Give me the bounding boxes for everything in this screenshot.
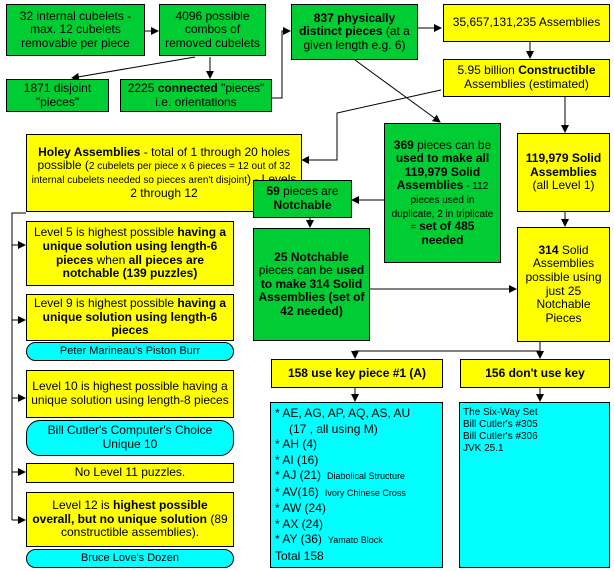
box-nokey-156: 156 don't use key <box>460 359 610 388</box>
marineau-text: Peter Marineau's Piston Burr <box>59 345 201 358</box>
key-list-item-text: (17 , all using M) <box>289 421 378 436</box>
box-25-notchable: 25 Notchable pieces can be used to make … <box>253 228 370 341</box>
p369-text: 369 pieces can be used to make all 119,9… <box>391 137 494 247</box>
arrow-holey-spine <box>11 212 26 520</box>
box-key-list: * AE, AG, AP, AQ, AS, AU(17 , all using … <box>270 402 443 568</box>
internal-text: 32 internal cubelets - max. 12 cubelets … <box>19 8 132 50</box>
key-list-item-text: * AJ (21) <box>275 468 322 482</box>
key-list: * AE, AG, AP, AQ, AS, AU(17 , all using … <box>275 406 410 564</box>
notchable25-text: 25 Notchable pieces can be used to make … <box>258 249 365 318</box>
solid314-text: 314 Solid Assemblies possible using just… <box>525 242 602 325</box>
love-text: Bruce Love's Dozen <box>80 552 180 565</box>
key-list-item-text: * AW (24) <box>275 501 326 515</box>
box-369-pieces: 369 pieces can be used to make all 119,9… <box>384 123 501 263</box>
key-list-item-text: * AY (36) <box>275 532 322 546</box>
cutler-text: Bill Cutler's Computer's Choice Unique 1… <box>47 423 213 451</box>
level5-text: Level 5 is highest possible having a uni… <box>33 225 227 281</box>
box-level-11: No Level 11 puzzles. <box>26 463 234 483</box>
box-constructible: 5.95 billion Constructible Assemblies (e… <box>443 59 610 97</box>
key-list-item: * AY (36) Yamato Block <box>275 532 410 549</box>
key-list-item: * AV(16) Ivory Chinese Cross <box>275 485 410 502</box>
key-list-item-text: * AH (4) <box>275 437 318 451</box>
constructible-text: 5.95 billion Constructible Assemblies (e… <box>457 63 596 91</box>
box-314-solid: 314 Solid Assemblies possible using just… <box>517 227 610 342</box>
key-list-item: * AE, AG, AP, AQ, AS, AU <box>275 406 410 422</box>
holey-text: Holey Assemblies - total of 1 through 20… <box>31 144 297 200</box>
nokey-list-item: JVK 25.1 <box>463 443 504 454</box>
key-list-item-text: * AX (24) <box>275 516 324 531</box>
distinct-text: 837 physically distinct pieces (at a giv… <box>299 10 410 52</box>
key-list-item-note: Yamato Block <box>327 535 383 545</box>
level12-text: Level 12 is highest possible overall, bu… <box>32 498 228 540</box>
nokey-list-item: Bill Cutler's #306 <box>463 431 538 442</box>
notchable59-text: 59 pieces are Notchable <box>266 184 339 212</box>
box-combos: 4096 possible combos of removed cubelets <box>159 4 266 56</box>
key-list-item-note: Ivory Chinese Cross <box>324 487 406 498</box>
box-disjoint: 1871 disjoint "pieces" <box>6 79 109 112</box>
key-list-item: Total 158 <box>275 549 410 565</box>
key-list-item-text: * AV(16) <box>275 484 319 499</box>
key-list-item: * AI (16) <box>275 453 410 469</box>
box-internal-cubelets: 32 internal cubelets - max. 12 cubelets … <box>6 4 145 56</box>
connected-text: 2225 connected "pieces" i.e. orientation… <box>127 80 265 109</box>
key-list-item: * AX (24) <box>275 517 410 533</box>
key-list-item-text: Total 158 <box>275 548 324 563</box>
arrow-connected-distinct <box>272 27 291 99</box>
box-marineau: Peter Marineau's Piston Burr <box>26 342 234 361</box>
assemblies-text: 35,657,131,235 Assemblies <box>452 15 601 30</box>
key-list-item-note: Diabolical Structure <box>327 471 406 481</box>
key-list-item: (17 , all using M) <box>275 422 410 438</box>
level9-text: Level 9 is highest possible having a uni… <box>33 296 227 338</box>
box-level-10: Level 10 is highest possible having a un… <box>26 370 234 418</box>
nokey156-text: 156 don't use key <box>485 365 585 380</box>
box-love-dozen: Bruce Love's Dozen <box>26 549 234 568</box>
disjoint-text: 1871 disjoint "pieces" <box>23 80 92 109</box>
box-cutler-unique10: Bill Cutler's Computer's Choice Unique 1… <box>26 420 234 456</box>
key-list-item-text: * AI (16) <box>275 452 319 467</box>
arrow-distinct-369 <box>354 59 441 123</box>
box-level-5: Level 5 is highest possible having a uni… <box>26 221 234 286</box>
box-59-notchable: 59 pieces are Notchable <box>253 180 352 218</box>
box-level-9: Level 9 is highest possible having a uni… <box>26 294 234 341</box>
box-assemblies: 35,657,131,235 Assemblies <box>443 4 610 42</box>
key-list-item: * AW (24) <box>275 501 410 517</box>
level10-text: Level 10 is highest possible having a un… <box>31 379 229 407</box>
nokey-list-item: Bill Cutler's #305 <box>463 419 538 430</box>
box-key-158: 158 use key piece #1 (A) <box>271 359 443 388</box>
arrow-combos-disjoint <box>71 56 196 81</box>
arrow-314-key <box>351 342 541 359</box>
combos-text: 4096 possible combos of removed cubelets <box>165 8 260 50</box>
nokey-list-item: The Six-Way Set <box>463 407 538 418</box>
box-connected: 2225 connected "pieces" i.e. orientation… <box>120 79 272 112</box>
box-level-12: Level 12 is highest possible overall, bu… <box>26 492 234 547</box>
key-list-item: * AJ (21) Diabolical Structure <box>275 468 410 485</box>
solid-text: 119,979 Solid Assemblies (all Level 1) <box>525 151 602 193</box>
box-distinct-pieces: 837 physically distinct pieces (at a giv… <box>291 4 418 60</box>
box-solid-assemblies: 119,979 Solid Assemblies (all Level 1) <box>517 133 610 212</box>
key-list-item: * AH (4) <box>275 437 410 453</box>
key-list-item-text: * AE, AG, AP, AQ, AS, AU <box>275 406 411 420</box>
key158-text: 158 use key piece #1 (A) <box>287 365 427 380</box>
level11-text: No Level 11 puzzles. <box>74 465 186 480</box>
box-holey-assemblies: Holey Assemblies - total of 1 through 20… <box>26 134 302 212</box>
